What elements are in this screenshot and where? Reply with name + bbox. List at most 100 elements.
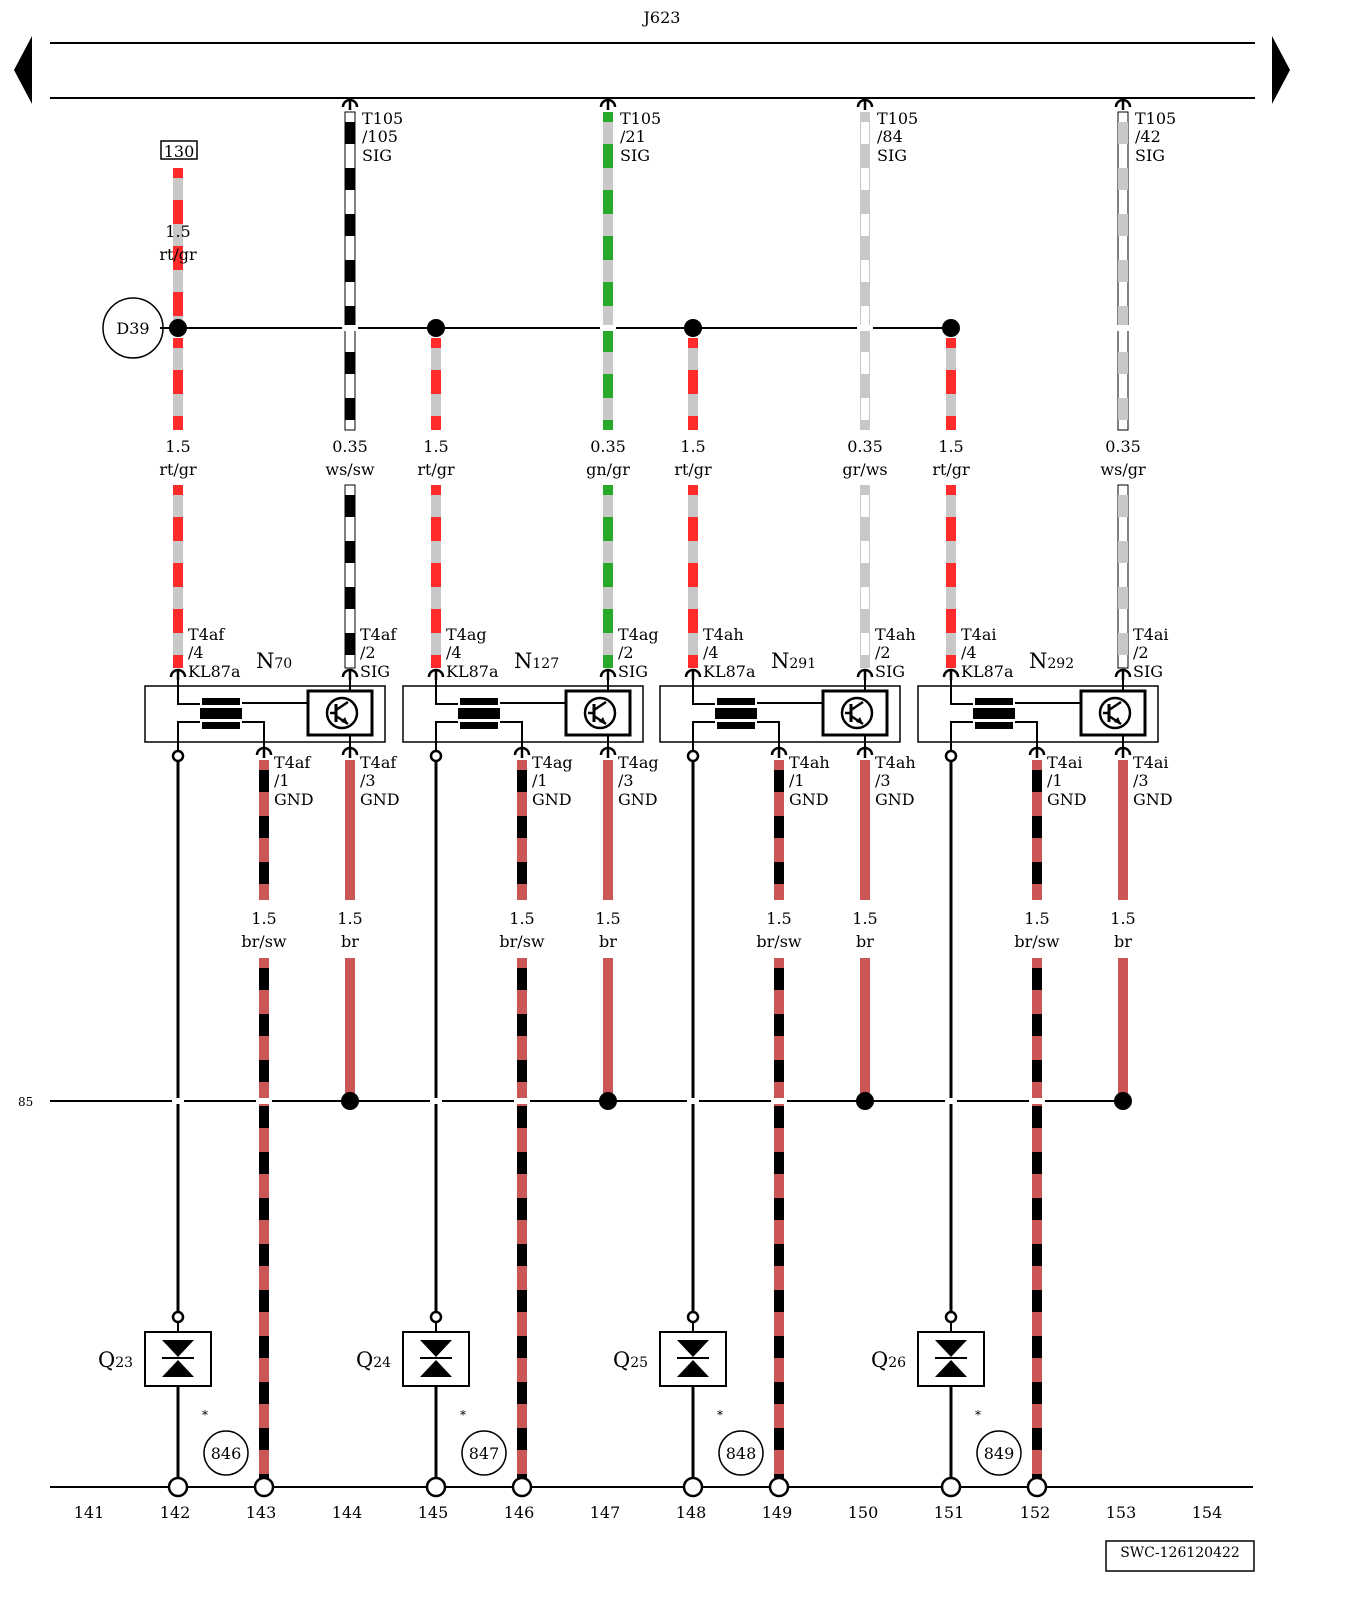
valve-70-int-c — [242, 721, 265, 750]
valve-127-signal-wire-upper-stripe — [603, 398, 613, 420]
valve-292-gnd1-wire-lower-stripe — [1032, 1474, 1042, 1478]
valve-127-diode-open-top[interactable] — [429, 1310, 443, 1324]
valve-127-signal-wire-lower-stripe — [603, 587, 613, 609]
track-number-142: 142 — [160, 1503, 191, 1522]
valve-291-ground-terminal-a[interactable] — [682, 1476, 704, 1498]
valve-292-pin2-label-sig: SIG — [1133, 662, 1163, 681]
valve-292-supply-wire-label-color: rt/gr — [932, 460, 970, 479]
valve-70-signal-wire-lower-body — [344, 484, 356, 669]
valve-70-asterisk: * — [202, 1408, 208, 1422]
valve-291-85-gap-a — [771, 1098, 787, 1104]
valve-127-ground-ref-label: 847 — [469, 1444, 500, 1463]
valve-127-ground-terminal-a[interactable] — [425, 1476, 447, 1498]
valve-127-diode-box — [402, 1331, 470, 1387]
valve-292-diode-open-top[interactable] — [944, 1310, 958, 1324]
valve-70-pin2-label-sig: SIG — [360, 662, 390, 681]
valve-292-transistor-c — [1108, 700, 1122, 712]
valve-127-pin-open-top[interactable] — [429, 749, 443, 763]
valve-70-diode-open-top[interactable] — [171, 1310, 185, 1324]
valve-291-coil-top — [717, 698, 755, 705]
valve-292-signal-wire-upper-stripe — [1118, 306, 1128, 328]
valve-127-pin4-label-pin: /4 — [446, 643, 462, 662]
track-number-148: 148 — [676, 1503, 707, 1522]
valve-292-gnd3-wire-label-color: br — [1114, 932, 1132, 951]
valve-292-gnd1-wire-lower-stripe — [1032, 1152, 1042, 1174]
valve-70-ground-terminal-a[interactable] — [167, 1476, 189, 1498]
valve-127-box — [402, 676, 644, 750]
valve-291-pin-open-top[interactable] — [686, 749, 700, 763]
valve-291-pin2-icon — [856, 668, 874, 680]
valve-292-gnd1-wire-upper-stripe — [1032, 862, 1042, 884]
control-unit-j623: J623 — [14, 8, 1290, 104]
valve-70-gnd3-wire-upper-body — [345, 760, 355, 900]
valve-127-name-num: 127 — [532, 656, 559, 672]
valve-127-d39-node — [427, 319, 445, 337]
terminal-30-wire-label: 1.5rt/gr — [159, 222, 197, 264]
valve-291-pin3-label-sig: GND — [875, 790, 915, 809]
valve-127-ground-terminal-b[interactable] — [511, 1476, 533, 1498]
valve-70-pin4-icon — [169, 668, 187, 680]
valve-127-pin1-label-pin: /1 — [532, 771, 548, 790]
valve-292-supply-wire-lower-stripe — [946, 587, 956, 609]
terminal-30-box: 130 — [160, 140, 198, 161]
valve-291-gnd3-wire-label: 1.5br — [852, 909, 877, 951]
valve-70-ground-terminal-b[interactable] — [253, 1476, 275, 1498]
valve-127-diode-down-icon — [420, 1340, 452, 1357]
valve-292-supply-wire-lower — [946, 485, 956, 668]
valve-127-signal-wire-lower-body — [603, 485, 613, 668]
valve-291-pin3-icon — [856, 746, 874, 758]
valve-127-gnd1-wire-lower-stripe — [517, 1198, 527, 1220]
valve-291-ground-terminal-b[interactable] — [768, 1476, 790, 1498]
valve-292-bus-gap — [1115, 325, 1131, 331]
valve-127-int-c — [500, 721, 523, 750]
valve-292-diode-box — [917, 1331, 985, 1387]
valve-70-pin-open-top[interactable] — [171, 749, 185, 763]
valve-70-d39-node — [169, 319, 187, 337]
valve-127-pin2-icon — [599, 668, 617, 680]
valve-291-diode-open-top[interactable] — [686, 1310, 700, 1324]
valve-292-int-c — [1015, 721, 1038, 750]
valve-127-gnd1-wire-lower-stripe — [517, 1474, 527, 1478]
valve-292-ground-ref-label: 849 — [984, 1444, 1015, 1463]
valve-292-ground-terminal-b[interactable] — [1026, 1476, 1048, 1498]
valve-292-int-a — [950, 676, 973, 705]
valve-291-transistor-arrow — [856, 717, 863, 724]
valve-291-pin3-label-pin: /3 — [875, 771, 891, 790]
valve-292-coil-mid — [973, 708, 1015, 719]
valve-127-pin4-label-conn: T4ag — [446, 625, 487, 644]
valve-70-coil-top — [202, 698, 240, 705]
valve-292-pin-open-top[interactable] — [944, 749, 958, 763]
terminal-30-wire-label-size: 1.5 — [165, 222, 190, 241]
valve-127-pin4-icon — [427, 668, 445, 680]
valve-127-gnd1-wire-upper — [517, 760, 527, 900]
valve-292-85-gap-a — [1029, 1098, 1045, 1104]
left-arrow-icon[interactable] — [14, 36, 32, 104]
valve-70-pin1-icon — [255, 746, 273, 758]
right-arrow-icon[interactable] — [1272, 36, 1290, 104]
valve-291-signal-wire-label-size: 0.35 — [847, 437, 883, 456]
valve-70-pin4-label-conn: T4af — [188, 625, 225, 644]
valve-70-gnd3-wire-lower — [345, 958, 355, 1098]
valve-291-signal-wire-upper-stripe — [861, 214, 869, 236]
valve-70-supply-wire-upper-body — [173, 338, 183, 430]
valve-70-pin1-label-sig: GND — [274, 790, 314, 809]
valve-292-supply-wire-lower-stripe — [946, 495, 956, 517]
valve-70-pin1-label-pin: /1 — [274, 771, 290, 790]
valve-291-ecu-pin-label-sig: SIG — [877, 146, 907, 165]
valve-127-int-b — [435, 721, 458, 750]
valve-292-pin4-label-conn: T4ai — [961, 625, 997, 644]
valve-291-supply-wire-lower-stripe — [688, 541, 698, 563]
track-number-150: 150 — [848, 1503, 879, 1522]
valve-70-gnd1-wire-upper-stripe — [259, 862, 269, 884]
valve-127-gnd1-wire-upper-stripe — [517, 862, 527, 884]
valve-292-gnd3-wire-label-size: 1.5 — [1110, 909, 1135, 928]
valve-127-gnd1-wire-label-color: br/sw — [499, 932, 544, 951]
valve-292-ground-terminal-a[interactable] — [940, 1476, 962, 1498]
